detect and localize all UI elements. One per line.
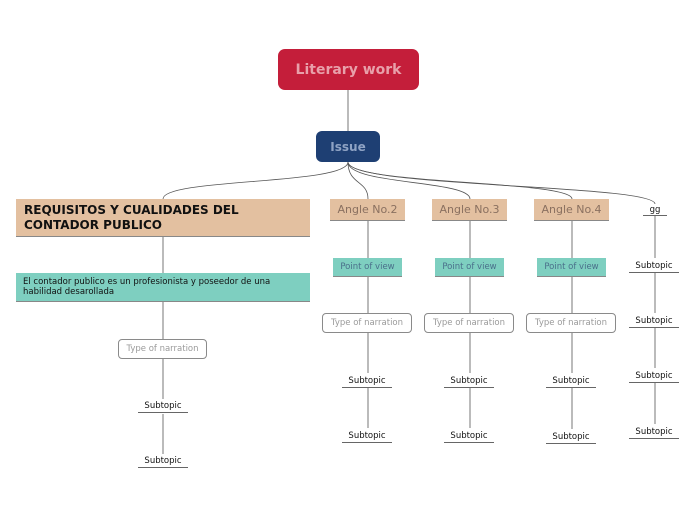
type-of-narration-3[interactable]: Type of narration: [424, 313, 514, 333]
subtopic-4-1[interactable]: Subtopic: [546, 374, 596, 388]
point-of-view-2[interactable]: Point of view: [333, 258, 402, 277]
subtopic-3-1[interactable]: Subtopic: [444, 374, 494, 388]
topic-issue[interactable]: Issue: [316, 131, 380, 162]
subtopic-5-2[interactable]: Subtopic: [629, 314, 679, 328]
central-topic-literary-work[interactable]: Literary work: [278, 49, 419, 90]
subtopic-5-3[interactable]: Subtopic: [629, 369, 679, 383]
topic-angle-4[interactable]: Angle No.4: [534, 199, 609, 221]
point-of-view-3[interactable]: Point of view: [435, 258, 504, 277]
type-of-narration-4[interactable]: Type of narration: [526, 313, 616, 333]
topic-gg[interactable]: gg: [643, 204, 667, 216]
subtopic-2-2[interactable]: Subtopic: [342, 429, 392, 443]
type-of-narration-2[interactable]: Type of narration: [322, 313, 412, 333]
subtopic-1-1[interactable]: Subtopic: [138, 399, 188, 413]
subtopic-1-2[interactable]: Subtopic: [138, 454, 188, 468]
topic-angle-3[interactable]: Angle No.3: [432, 199, 507, 221]
topic-requisitos[interactable]: REQUISITOS Y CUALIDADES DEL CONTADOR PUB…: [16, 199, 310, 237]
type-of-narration-1[interactable]: Type of narration: [118, 339, 207, 359]
subtopic-5-4[interactable]: Subtopic: [629, 425, 679, 439]
topic-angle-2[interactable]: Angle No.2: [330, 199, 405, 221]
subtopic-3-2[interactable]: Subtopic: [444, 429, 494, 443]
subtopic-4-2[interactable]: Subtopic: [546, 430, 596, 444]
point-of-view-4[interactable]: Point of view: [537, 258, 606, 277]
subtopic-5-1[interactable]: Subtopic: [629, 259, 679, 273]
subtopic-description[interactable]: El contador publico es un profesionista …: [16, 273, 310, 302]
subtopic-2-1[interactable]: Subtopic: [342, 374, 392, 388]
